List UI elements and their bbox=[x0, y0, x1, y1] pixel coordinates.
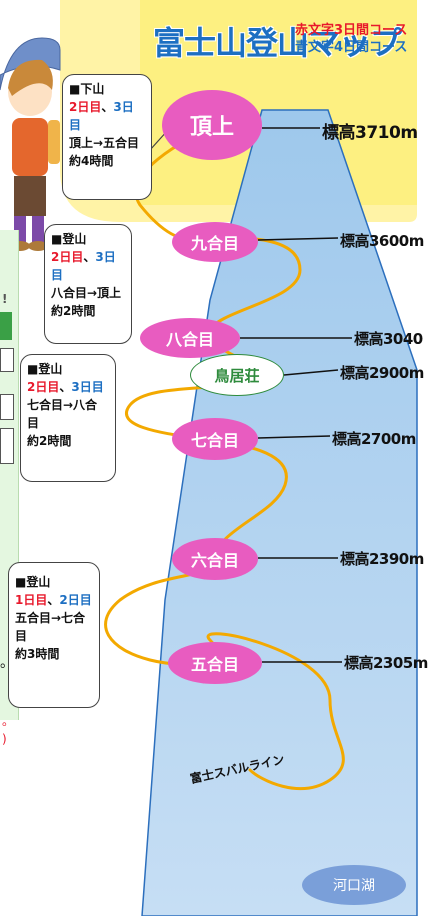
info-time: 約2時間 bbox=[51, 304, 96, 318]
elevation-torii: 標高2900m bbox=[340, 364, 424, 382]
trail-path bbox=[104, 120, 345, 791]
elevation-summit: 標高3710m bbox=[322, 123, 418, 143]
info-route: 頂上→五合目 bbox=[69, 136, 140, 150]
elevation-7: 標高2700m bbox=[332, 430, 416, 448]
info-days: 2日目、3日目 bbox=[51, 248, 125, 284]
station-5: 五合目 bbox=[168, 642, 262, 684]
elevation-9: 標高3600m bbox=[340, 232, 424, 250]
day-red: 1日目 bbox=[15, 593, 48, 607]
left-mark-bang: ! bbox=[2, 292, 8, 306]
info-box-ascent-5-7: ■登山 1日目、2日目 五合目→七合目 約3時間 bbox=[8, 562, 100, 708]
info-title: ■登山 bbox=[27, 362, 63, 376]
info-time: 約2時間 bbox=[27, 434, 72, 448]
info-days: 2日目、3日目 bbox=[27, 378, 109, 396]
info-route: 八合目→頂上 bbox=[51, 286, 122, 300]
info-time: 約4時間 bbox=[69, 154, 114, 168]
info-title: ■登山 bbox=[51, 232, 87, 246]
day-blue: 3日目 bbox=[51, 250, 116, 282]
left-mark-red-paren: ) bbox=[2, 732, 7, 746]
course-legend: 赤文字3日間コース 青文字4日間コース bbox=[295, 22, 407, 56]
info-time: 約3時間 bbox=[15, 647, 60, 661]
info-route: 五合目→七合目 bbox=[15, 611, 86, 643]
day-blue: 3日目 bbox=[69, 100, 134, 132]
info-box-descent: ■下山 2日目、3日目 頂上→五合目 約4時間 bbox=[62, 74, 152, 200]
station-8: 八合目 bbox=[140, 318, 240, 358]
legend-4day: 青文字4日間コース bbox=[295, 40, 408, 55]
day-sep: 、 bbox=[59, 380, 72, 394]
legend-3day: 赤文字3日間コース bbox=[295, 23, 408, 38]
torii-lodge: 鳥居荘 bbox=[190, 354, 284, 396]
hiker-illustration bbox=[0, 37, 61, 251]
station-summit: 頂上 bbox=[162, 90, 262, 160]
station-9: 九合目 bbox=[172, 222, 258, 262]
day-blue: 2日目 bbox=[59, 593, 92, 607]
left-mark-red-dot: 。 bbox=[2, 714, 15, 728]
lake-kawaguchi: 河口湖 bbox=[302, 865, 406, 905]
info-title: ■下山 bbox=[69, 82, 105, 96]
day-blue: 3日目 bbox=[71, 380, 104, 394]
station-7: 七合目 bbox=[172, 418, 258, 460]
elevation-6: 標高2390m bbox=[340, 550, 424, 568]
day-sep: 、 bbox=[83, 250, 96, 264]
day-sep: 、 bbox=[47, 593, 60, 607]
elevation-8: 標高3040 bbox=[354, 330, 423, 348]
map-title: 富士山登山マップ bbox=[153, 24, 402, 62]
day-red: 2日目 bbox=[69, 100, 102, 114]
day-sep: 、 bbox=[101, 100, 114, 114]
elevation-5: 標高2305m bbox=[344, 654, 428, 672]
info-box-ascent-8-summit: ■登山 2日目、3日目 八合目→頂上 約2時間 bbox=[44, 224, 132, 344]
left-panel-box bbox=[0, 348, 14, 372]
left-panel-header bbox=[0, 312, 12, 340]
info-box-ascent-7-8: ■登山 2日目、3日目 七合目→八合目 約2時間 bbox=[20, 354, 116, 482]
leader-torii bbox=[283, 369, 339, 376]
info-days: 2日目、3日目 bbox=[69, 98, 145, 134]
left-panel-box bbox=[0, 428, 14, 464]
leader-9 bbox=[257, 237, 339, 241]
leader-7 bbox=[257, 435, 331, 439]
station-6: 六合目 bbox=[172, 538, 258, 580]
info-title: ■登山 bbox=[15, 575, 51, 589]
left-panel-box bbox=[0, 394, 14, 420]
info-route: 七合目→八合目 bbox=[27, 398, 98, 430]
day-red: 2日目 bbox=[51, 250, 84, 264]
info-days: 1日目、2日目 bbox=[15, 591, 93, 609]
day-red: 2日目 bbox=[27, 380, 60, 394]
